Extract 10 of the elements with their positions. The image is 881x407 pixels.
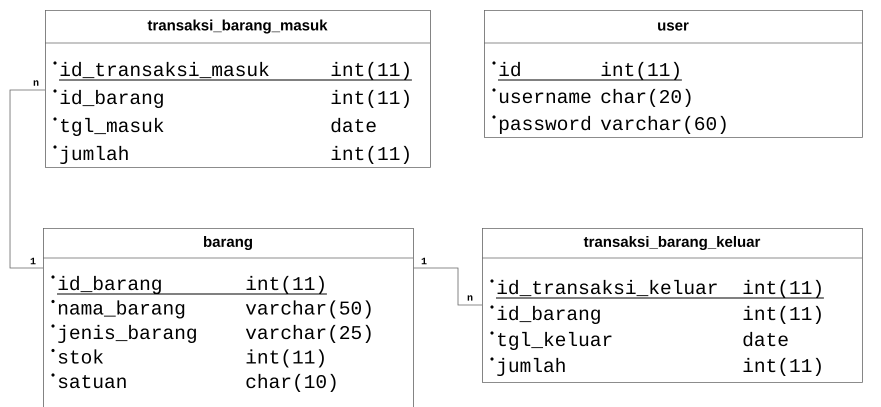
cardinality-label: 1: [30, 258, 36, 264]
cardinality-label: n: [34, 80, 38, 86]
connector-line: [10, 90, 46, 268]
entity-table: transaksi_barang_keluar id_transaksi_keluar int(11) id_barang int(11) tgl_keluar date jumlah int(11): [482, 228, 863, 383]
entity-table: transaksi_barang_masuk id_transaksi_masuk int(11) id_barang int(11) tgl_masuk date jumlah int(11): [44, 10, 431, 168]
cardinality-label: 1: [422, 258, 427, 264]
entity-table: barang id_barang int(11) nama_barang varchar(50) jenis_barang varchar(25) stok int(11) satuan char(10): [42, 228, 414, 407]
entity-table: user id int(11) username char(20) password varchar(60): [484, 10, 863, 138]
connector-line: [413, 268, 482, 306]
cardinality-label: n: [468, 295, 472, 301]
